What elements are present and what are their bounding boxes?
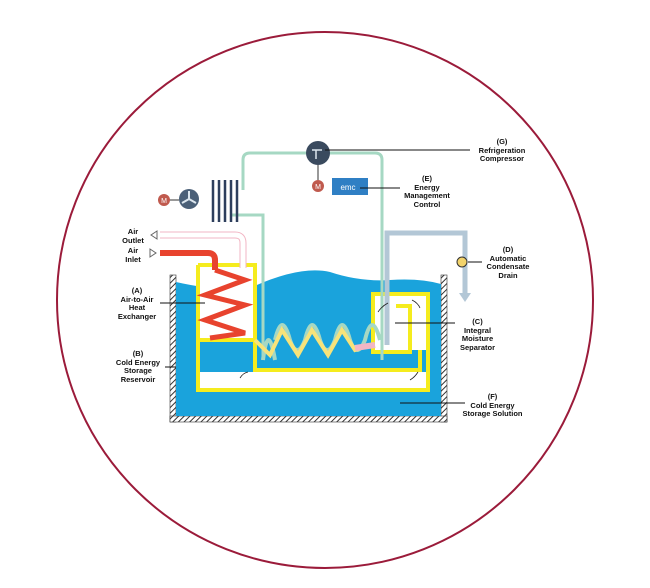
label-cold-energy-storage-reservoir: (B)Cold Energy Storage Reservoir — [108, 349, 168, 384]
label-code: (G) — [496, 137, 508, 146]
label-refrigeration-compressor: (G)Refrigeration Compressor — [462, 137, 542, 164]
label-cold-energy-storage-solution: (F)Cold Energy Storage Solution — [455, 392, 530, 419]
label-code: (B) — [132, 349, 144, 358]
emc-controller — [332, 178, 368, 195]
air-inlet-arrow-icon — [149, 248, 157, 258]
refrigerant-coil — [253, 325, 371, 359]
leader-lines — [160, 149, 482, 404]
flow-arrow-icons — [239, 299, 421, 381]
heat-exchanger-zigzag — [196, 267, 254, 341]
return-channel — [200, 372, 426, 388]
air-inlet-pipe — [160, 250, 218, 270]
frame-circle — [56, 31, 594, 569]
label-name: Cold Energy Storage Solution — [462, 400, 523, 418]
condenser-coil — [211, 180, 239, 222]
label-automatic-condensate-drain: (D)Automatic Condensate Drain — [478, 245, 538, 280]
label-code: (D) — [502, 245, 514, 254]
label-name: Refrigeration Compressor — [478, 145, 526, 163]
label-code: (E) — [422, 174, 432, 183]
fan-motor-icon — [158, 194, 170, 206]
label-name: Automatic Condensate Drain — [486, 253, 530, 280]
label-name: Cold Energy Storage Reservoir — [115, 357, 161, 384]
label-code: (F) — [487, 392, 498, 401]
label-energy-management-control: (E)Energy Management Control — [392, 174, 462, 209]
compressor-icon — [306, 141, 330, 165]
label-air-inlet: Air Inlet — [125, 246, 141, 264]
label-name: Integral Moisture Separator — [459, 325, 495, 352]
label-code: (A) — [131, 286, 143, 295]
label-name: Energy Management Control — [404, 182, 450, 209]
air-outlet-arrow-icon — [150, 230, 158, 240]
emc-label: emc — [340, 183, 355, 192]
label-air-to-air-heat-exchanger: (A)Air-to-Air Heat Exchanger — [112, 286, 162, 321]
label-name: Air-to-Air Heat Exchanger — [117, 294, 157, 321]
label-integral-moisture-separator: (C)Integral Moisture Separator — [450, 317, 505, 352]
label-air-outlet: Air Outlet — [122, 227, 144, 245]
label-code: (C) — [472, 317, 483, 326]
condensate-drain-valve-icon — [456, 256, 468, 268]
fan-motor-label: M — [161, 198, 167, 205]
compressor-motor-label: M — [315, 184, 321, 191]
compressor-motor-icon — [312, 180, 324, 192]
